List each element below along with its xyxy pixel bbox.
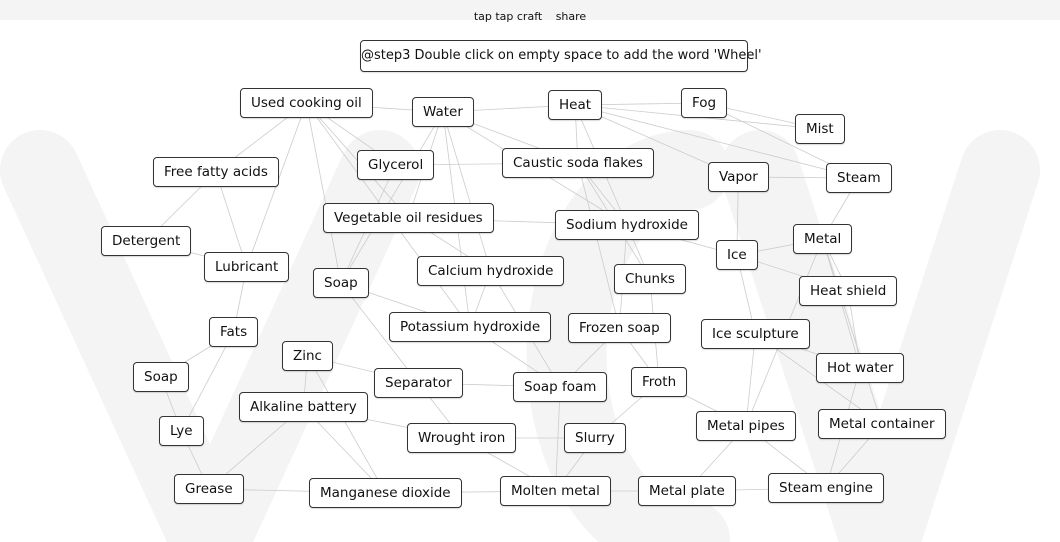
word-label: Molten metal — [511, 483, 600, 499]
word-label: Chunks — [625, 271, 675, 287]
word-label: Lye — [170, 423, 193, 439]
word-label: Separator — [385, 375, 452, 391]
word-label: Metal — [804, 231, 842, 247]
word-label: Vegetable oil residues — [334, 210, 483, 226]
word-node-40[interactable]: Metal plate — [638, 476, 736, 506]
word-node-16[interactable]: Ice — [716, 240, 758, 270]
word-node-27[interactable]: Hot water — [816, 353, 905, 383]
connection-line — [577, 162, 620, 329]
word-node-39[interactable]: Molten metal — [500, 476, 611, 506]
word-node-17[interactable]: Soap — [313, 268, 369, 298]
word-label: Metal pipes — [707, 418, 785, 434]
word-node-38[interactable]: Manganese dioxide — [309, 478, 462, 508]
word-label: Ice — [727, 247, 747, 263]
word-label: Sodium hydroxide — [566, 217, 688, 233]
word-label: Ice sculpture — [712, 326, 799, 342]
word-node-23[interactable]: Frozen soap — [568, 313, 671, 343]
word-label: Frozen soap — [579, 320, 660, 336]
word-node-8[interactable]: Caustic soda flakes — [502, 148, 654, 178]
share-link[interactable]: share — [555, 10, 587, 23]
word-node-37[interactable]: Grease — [174, 474, 244, 504]
word-label: Water — [423, 104, 463, 120]
word-label: Steam engine — [779, 480, 873, 496]
word-node-5[interactable]: Mist — [795, 114, 845, 144]
word-label: Metal plate — [649, 483, 725, 499]
word-label: Alkaline battery — [250, 399, 357, 415]
word-label: Glycerol — [368, 157, 424, 173]
word-node-25[interactable]: Zinc — [282, 341, 333, 371]
word-label: Heat shield — [810, 283, 887, 299]
word-label: Mist — [806, 121, 834, 137]
word-node-3[interactable]: Heat — [548, 90, 603, 120]
word-label: Fog — [692, 95, 717, 111]
top-nav: tap tap craft share — [0, 10, 1060, 23]
word-node-21[interactable]: Fats — [209, 317, 259, 347]
word-node-15[interactable]: Lubricant — [204, 252, 290, 282]
word-node-7[interactable]: Glycerol — [357, 150, 435, 180]
word-node-29[interactable]: Soap foam — [513, 372, 608, 402]
word-label: Soap — [144, 369, 178, 385]
word-node-22[interactable]: Potassium hydroxide — [389, 312, 552, 342]
word-node-31[interactable]: Alkaline battery — [239, 392, 368, 422]
word-label: Fats — [220, 324, 248, 340]
word-node-14[interactable]: Metal — [793, 224, 853, 254]
word-node-13[interactable]: Detergent — [101, 226, 192, 256]
word-label: Grease — [185, 481, 233, 497]
word-node-35[interactable]: Wrought iron — [407, 423, 517, 453]
word-label: Soap — [324, 275, 358, 291]
word-label: Steam — [837, 170, 881, 186]
word-node-26[interactable]: Soap — [133, 362, 189, 392]
word-label: Vapor — [719, 169, 758, 185]
app-title-link[interactable]: tap tap craft — [473, 10, 543, 23]
word-node-36[interactable]: Slurry — [564, 423, 626, 453]
connection-line — [442, 111, 492, 272]
word-node-33[interactable]: Metal pipes — [696, 411, 796, 441]
instruction-banner: @step3 Double click on empty space to ad… — [360, 40, 762, 72]
word-node-12[interactable]: Sodium hydroxide — [555, 210, 699, 240]
word-node-10[interactable]: Steam — [826, 163, 892, 193]
word-node-24[interactable]: Ice sculpture — [701, 319, 810, 349]
word-node-28[interactable]: Separator — [374, 368, 463, 398]
word-label: Wrought iron — [418, 430, 506, 446]
connection-line — [305, 102, 342, 284]
word-node-34[interactable]: Lye — [159, 416, 204, 446]
word-label: Calcium hydroxide — [428, 263, 554, 279]
word-node-19[interactable]: Chunks — [614, 264, 686, 294]
word-node-20[interactable]: Heat shield — [799, 276, 898, 306]
word-label: Detergent — [112, 233, 181, 249]
word-node-1[interactable]: Used cooking oil — [240, 88, 373, 118]
word-node-11[interactable]: Vegetable oil residues — [323, 203, 494, 233]
word-node-4[interactable]: Fog — [681, 88, 728, 118]
word-label: Slurry — [575, 430, 615, 446]
word-label: Hot water — [827, 360, 894, 376]
word-label: Lubricant — [215, 259, 279, 275]
word-label: Metal container — [829, 416, 935, 432]
word-node-32[interactable]: Metal container — [818, 409, 946, 439]
word-node-2[interactable]: Water — [412, 97, 474, 127]
word-node-41[interactable]: Steam engine — [768, 473, 884, 503]
word-node-30[interactable]: Froth — [631, 367, 688, 397]
word-label: Used cooking oil — [251, 95, 362, 111]
word-label: Manganese dioxide — [320, 485, 451, 501]
word-label: Heat — [559, 97, 592, 113]
word-label: Potassium hydroxide — [400, 319, 541, 335]
word-node-9[interactable]: Vapor — [708, 162, 769, 192]
word-node-18[interactable]: Calcium hydroxide — [417, 256, 565, 286]
word-label: Zinc — [293, 348, 322, 364]
word-label: Froth — [642, 374, 677, 390]
word-label: Soap foam — [524, 379, 597, 395]
word-label: Free fatty acids — [164, 164, 268, 180]
word-label: Caustic soda flakes — [513, 155, 643, 171]
connection-line — [822, 238, 883, 425]
word-node-6[interactable]: Free fatty acids — [153, 157, 279, 187]
